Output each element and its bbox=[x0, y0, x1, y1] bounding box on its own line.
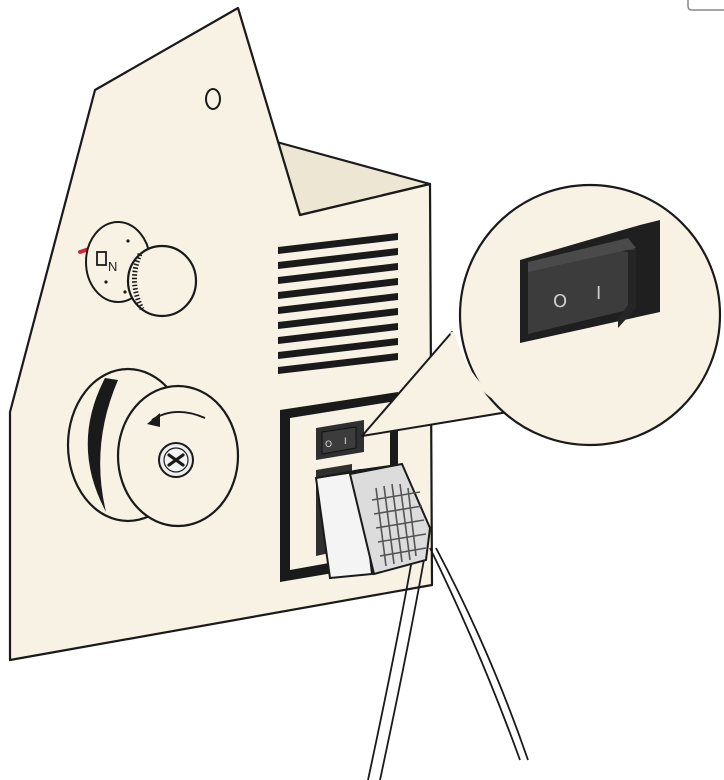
switch-off-symbol: O bbox=[325, 440, 332, 450]
knob-dot bbox=[104, 280, 107, 283]
corner-frame bbox=[688, 0, 724, 10]
knob-dot bbox=[126, 239, 129, 242]
cord-line bbox=[430, 548, 520, 760]
knob-label: N bbox=[108, 259, 117, 274]
callout-on-symbol: I bbox=[596, 283, 601, 304]
mounting-hole bbox=[206, 89, 220, 109]
knob-dot bbox=[123, 290, 126, 293]
callout-off-symbol: O bbox=[553, 291, 567, 312]
switch-on-symbol: I bbox=[344, 437, 347, 447]
knob-body bbox=[128, 246, 196, 316]
cord-line bbox=[436, 548, 528, 760]
